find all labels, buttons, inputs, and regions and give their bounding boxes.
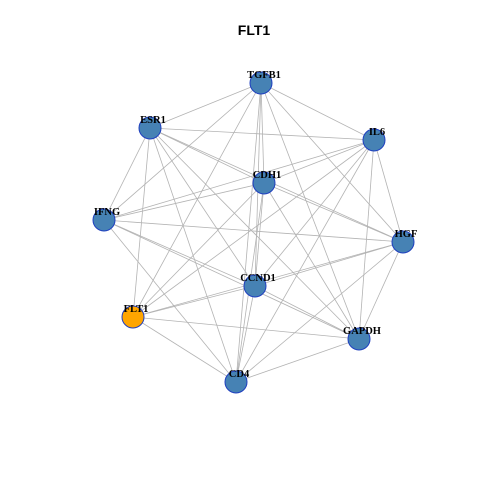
edge-hgf-gapdh: [358, 241, 404, 340]
node-label-flt1: FLT1: [124, 304, 149, 315]
node-tgfb1[interactable]: [249, 71, 273, 95]
edge-cdh1-gapdh: [263, 182, 360, 340]
edge-esr1-ccnd1: [149, 127, 256, 287]
edge-cdh1-ifng: [103, 182, 265, 221]
edge-ifng-cd4: [103, 219, 237, 383]
edge-ccnd1-flt1: [132, 285, 256, 318]
edge-flt1-cd4: [132, 316, 237, 383]
edge-ccnd1-gapdh: [254, 285, 360, 340]
edge-ifng-hgf: [103, 219, 404, 243]
node-cdh1[interactable]: [252, 171, 276, 195]
edge-il6-cdh1: [263, 139, 375, 184]
edge-il6-flt1: [132, 139, 375, 318]
node-ifng[interactable]: [92, 208, 116, 232]
diagram-title: FLT1: [238, 22, 271, 38]
edge-ifng-gapdh: [103, 219, 360, 340]
edge-esr1-ifng: [103, 127, 151, 221]
edge-cdh1-hgf: [263, 182, 404, 243]
node-ccnd1[interactable]: [243, 274, 267, 298]
node-label-hgf: HGF: [395, 229, 418, 240]
node-cd4[interactable]: [224, 370, 248, 394]
edge-esr1-hgf: [149, 127, 404, 243]
edge-tgfb1-gapdh: [260, 82, 360, 340]
node-label-il6: IL6: [369, 127, 385, 138]
edge-hgf-cd4: [235, 241, 404, 383]
node-label-cdh1: CDH1: [253, 170, 282, 181]
edge-cdh1-flt1: [132, 182, 265, 318]
edge-tgfb1-esr1: [149, 82, 262, 129]
edge-esr1-il6: [149, 127, 375, 141]
edge-ifng-ccnd1: [103, 219, 256, 287]
node-layer: [92, 71, 415, 394]
node-label-gapdh: GAPDH: [343, 326, 381, 337]
edge-tgfb1-il6: [260, 82, 375, 141]
edge-gapdh-cd4: [235, 338, 360, 383]
node-label-esr1: ESR1: [140, 115, 166, 126]
node-label-tgfb1: TGFB1: [247, 70, 281, 81]
edge-flt1-gapdh: [132, 316, 360, 340]
edge-il6-ifng: [103, 139, 375, 221]
edge-hgf-flt1: [132, 241, 404, 318]
node-il6[interactable]: [362, 128, 386, 152]
edge-tgfb1-flt1: [132, 82, 262, 318]
edge-layer: [103, 82, 404, 383]
edge-esr1-cd4: [149, 127, 237, 383]
edge-tgfb1-hgf: [260, 82, 404, 243]
node-label-ccnd1: CCND1: [240, 273, 276, 284]
node-label-ifng: IFNG: [94, 207, 120, 218]
edge-il6-cd4: [235, 139, 375, 383]
edge-cdh1-ccnd1: [254, 182, 265, 287]
node-hgf[interactable]: [391, 230, 415, 254]
edge-esr1-gapdh: [149, 127, 360, 340]
node-flt1[interactable]: [121, 305, 145, 329]
edge-tgfb1-ifng: [103, 82, 262, 221]
node-label-cd4: CD4: [229, 369, 250, 380]
edge-il6-ccnd1: [254, 139, 375, 287]
edge-esr1-cdh1: [149, 127, 265, 184]
node-esr1[interactable]: [138, 116, 162, 140]
edge-il6-hgf: [373, 139, 404, 243]
edge-ccnd1-cd4: [235, 285, 256, 383]
edge-tgfb1-cdh1: [260, 82, 265, 184]
node-gapdh[interactable]: [347, 327, 371, 351]
edge-hgf-ccnd1: [254, 241, 404, 287]
